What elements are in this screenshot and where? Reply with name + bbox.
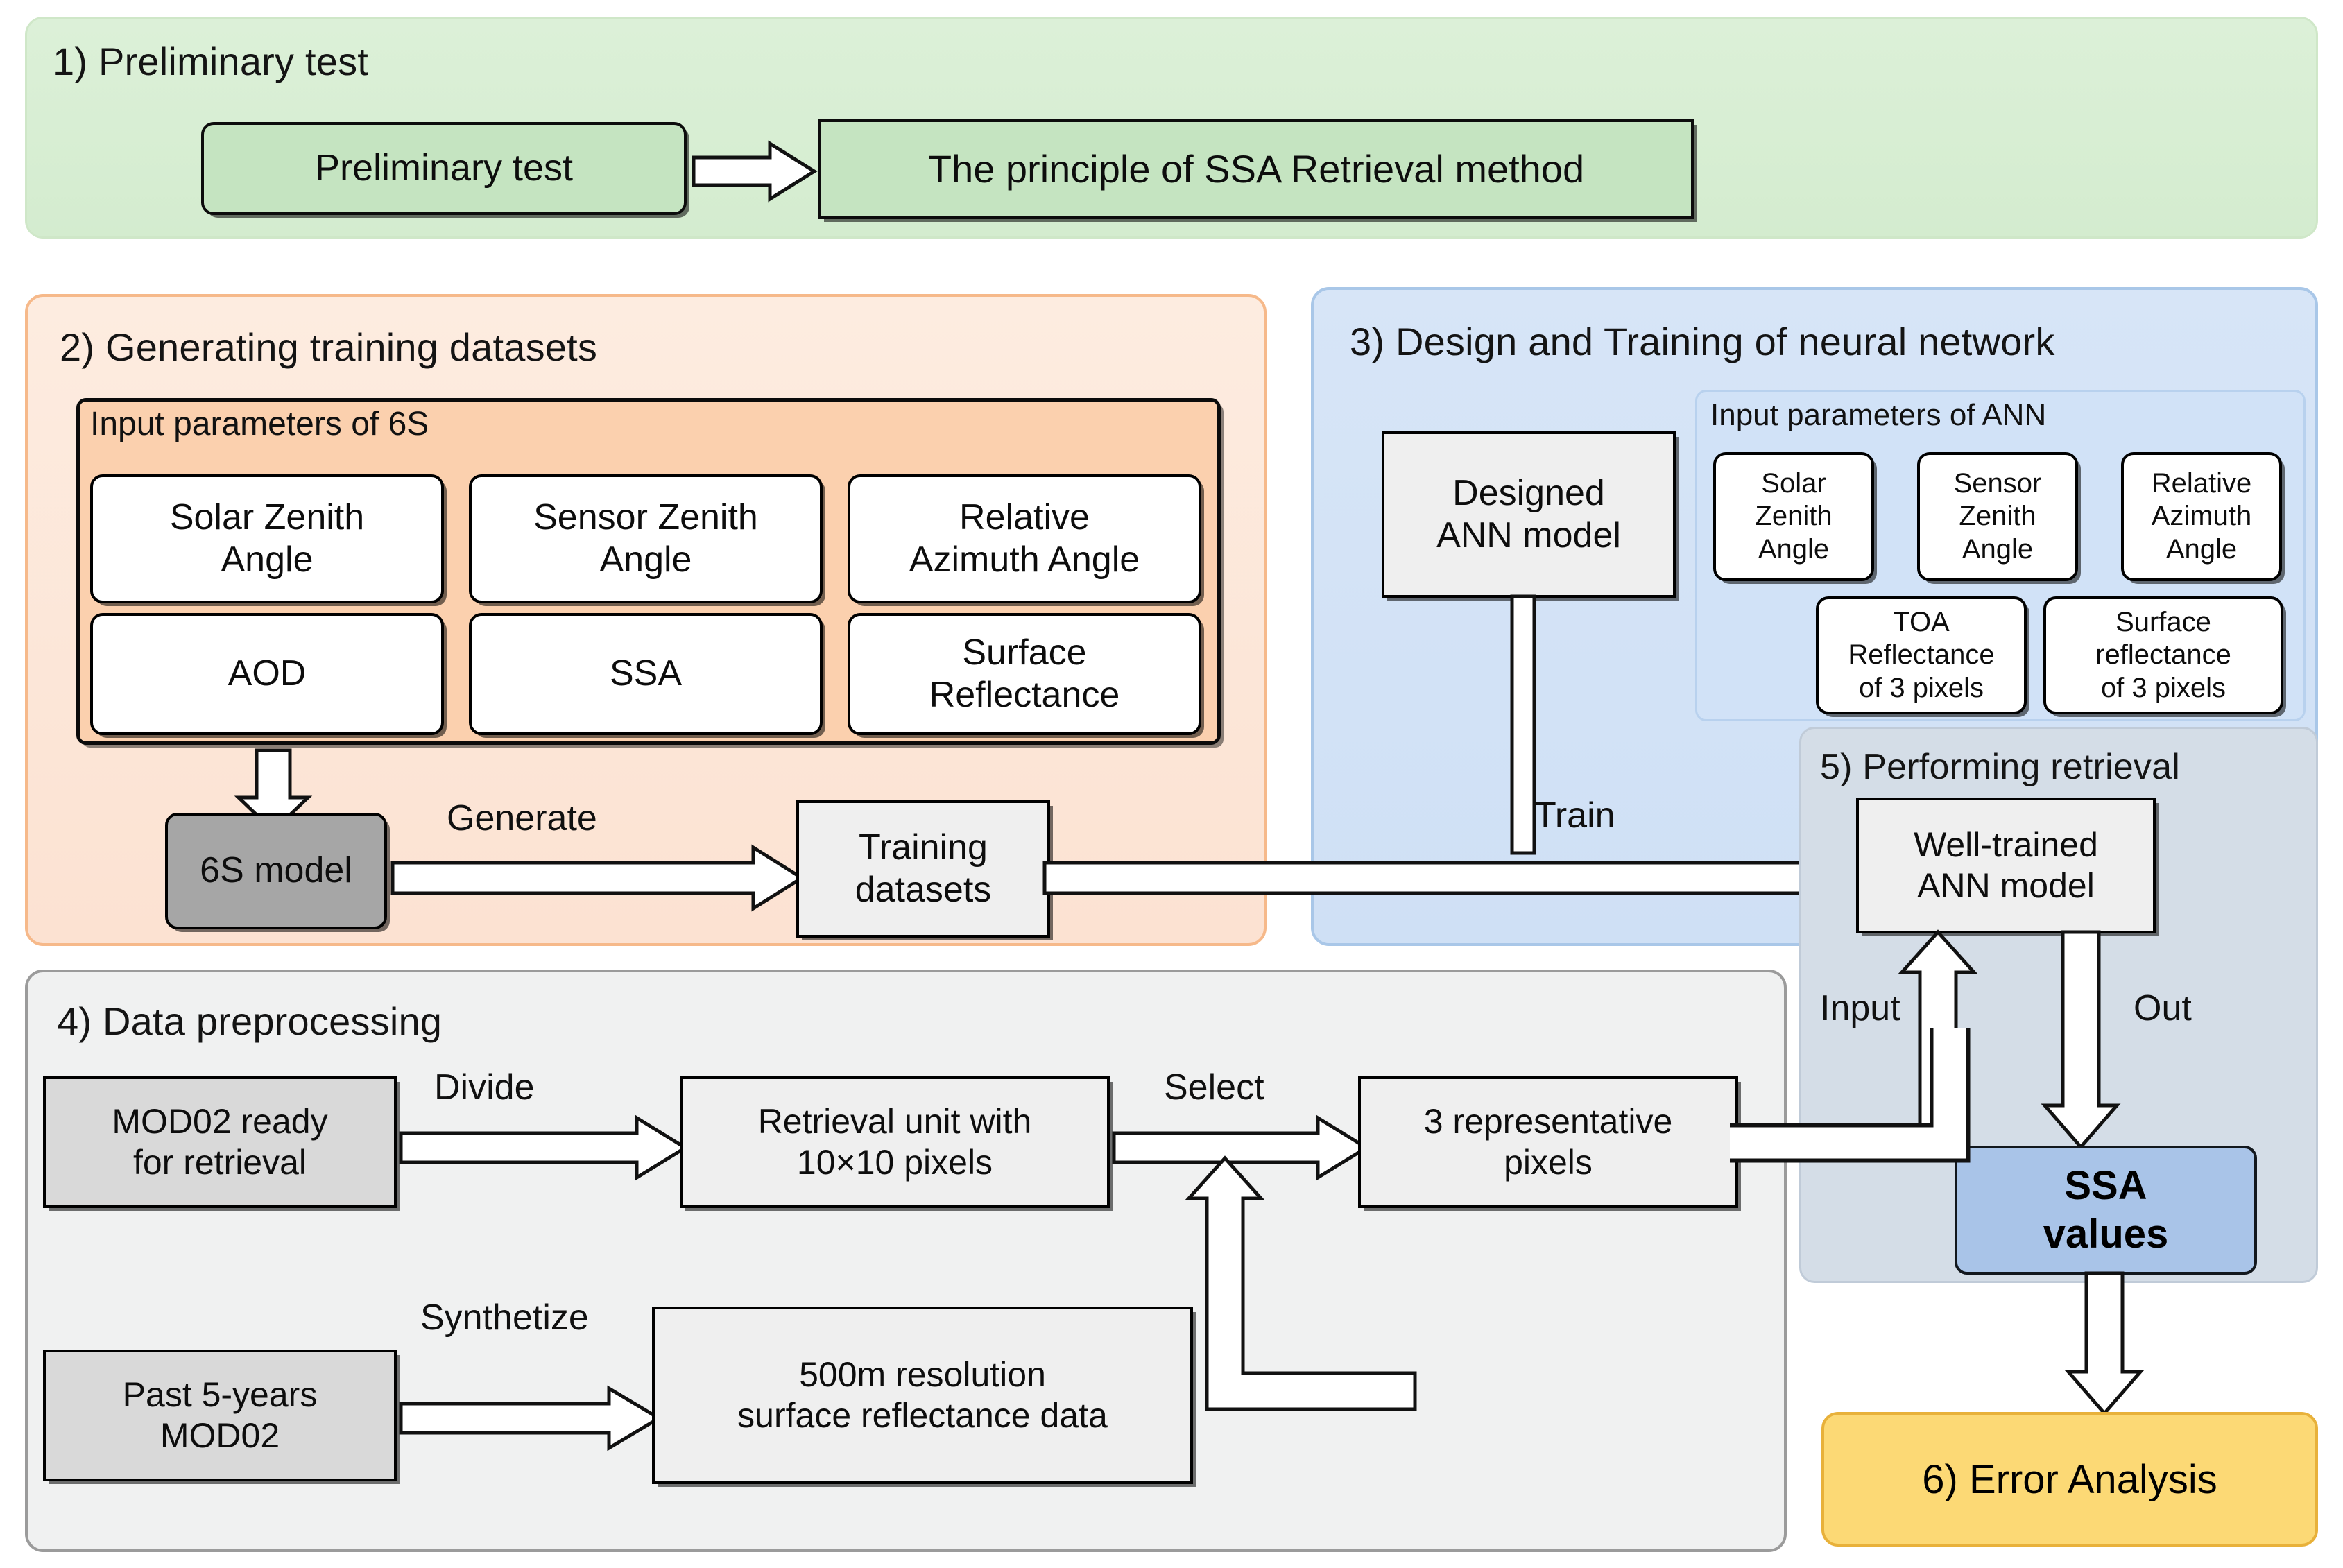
arrow-out-to-ssa-values bbox=[2041, 930, 2121, 1150]
arrow-label-divide: Divide bbox=[434, 1067, 535, 1108]
node-6s-solar-zenith-angle-label: Solar Zenith Angle bbox=[169, 497, 365, 580]
section-5-title: 5) Performing retrieval bbox=[1820, 747, 2180, 787]
node-retrieval-unit-label: Retrieval unit with 10×10 pixels bbox=[757, 1102, 1032, 1182]
node-past5-mod02[interactable]: Past 5-years MOD02 bbox=[43, 1350, 397, 1481]
arrow-preliminary-to-principle bbox=[692, 140, 818, 203]
node-6s-ssa[interactable]: SSA bbox=[469, 613, 823, 735]
arrow-retrieval-unit-to-representative-pixels bbox=[1112, 1114, 1370, 1181]
node-ssa-principle-label: The principle of SSA Retrieval method bbox=[927, 146, 1585, 191]
node-ann-relative-azimuth-angle-label: Relative Azimuth Angle bbox=[2151, 468, 2252, 565]
node-ann-sensor-zenith-angle[interactable]: Sensor Zenith Angle bbox=[1917, 452, 2078, 581]
node-ann-sensor-zenith-angle-label: Sensor Zenith Angle bbox=[1953, 468, 2042, 565]
node-500m-surface-reflectance[interactable]: 500m resolution surface reflectance data bbox=[652, 1307, 1193, 1484]
connector-500m-to-select-arrow bbox=[1185, 1155, 1422, 1422]
node-mod02-ready-label: MOD02 ready for retrieval bbox=[112, 1102, 328, 1182]
arrow-label-input: Input bbox=[1820, 988, 1900, 1028]
arrow-past5-to-500m-surface-reflectance bbox=[399, 1385, 662, 1451]
node-6s-sensor-zenith-angle[interactable]: Sensor Zenith Angle bbox=[469, 474, 823, 603]
node-representative-pixels-label: 3 representative pixels bbox=[1423, 1102, 1673, 1182]
node-well-trained-ann-model-label: Well-trained ANN model bbox=[1914, 825, 2098, 905]
node-6s-solar-zenith-angle[interactable]: Solar Zenith Angle bbox=[90, 474, 444, 603]
connector-designed-ann-to-train bbox=[1509, 594, 1537, 855]
node-error-analysis[interactable]: 6) Error Analysis bbox=[1821, 1412, 2318, 1547]
arrow-label-out: Out bbox=[2134, 988, 2192, 1028]
arrow-label-train: Train bbox=[1534, 795, 1615, 836]
node-ann-solar-zenith-angle-label: Solar Zenith Angle bbox=[1755, 468, 1833, 565]
arrow-mod02-to-retrieval-unit bbox=[399, 1114, 689, 1181]
section-3-title: 3) Design and Training of neural network bbox=[1350, 320, 2055, 363]
node-ann-surface-reflectance[interactable]: Surface reflectance of 3 pixels bbox=[2043, 596, 2283, 714]
node-designed-ann-model-label: Designed ANN model bbox=[1436, 472, 1621, 555]
node-6s-model[interactable]: 6S model bbox=[165, 813, 387, 929]
section-4-title: 4) Data preprocessing bbox=[57, 999, 443, 1043]
node-ann-toa-reflectance-label: TOA Reflectance of 3 pixels bbox=[1848, 607, 1995, 703]
node-representative-pixels[interactable]: 3 representative pixels bbox=[1358, 1076, 1738, 1208]
node-preliminary-test[interactable]: Preliminary test bbox=[201, 122, 687, 215]
arrow-6smodel-to-training-datasets bbox=[390, 843, 805, 913]
node-ssa-values-label: SSA values bbox=[2043, 1163, 2169, 1257]
group-input-parameters-ann-title: Input parameters of ANN bbox=[1710, 398, 2047, 432]
node-training-datasets-label: Training datasets bbox=[855, 827, 992, 910]
arrow-label-select: Select bbox=[1164, 1067, 1264, 1108]
node-ssa-values[interactable]: SSA values bbox=[1955, 1146, 2257, 1275]
node-preliminary-test-label: Preliminary test bbox=[314, 147, 574, 189]
node-ann-relative-azimuth-angle[interactable]: Relative Azimuth Angle bbox=[2121, 452, 2282, 581]
node-well-trained-ann-model[interactable]: Well-trained ANN model bbox=[1856, 798, 2156, 933]
node-error-analysis-label: 6) Error Analysis bbox=[1922, 1456, 2217, 1502]
node-6s-surface-reflectance-label: Surface Reflectance bbox=[929, 632, 1120, 715]
node-6s-surface-reflectance[interactable]: Surface Reflectance bbox=[848, 613, 1201, 735]
node-6s-aod-label: AOD bbox=[228, 653, 307, 694]
node-6s-sensor-zenith-angle-label: Sensor Zenith Angle bbox=[533, 497, 758, 580]
node-6s-relative-azimuth-angle-label: Relative Azimuth Angle bbox=[909, 497, 1140, 580]
node-6s-model-label: 6S model bbox=[200, 850, 352, 891]
arrow-training-datasets-to-well-trained-ann bbox=[1042, 843, 1858, 913]
node-mod02-ready[interactable]: MOD02 ready for retrieval bbox=[43, 1076, 397, 1208]
connector-representative-pixels-to-input bbox=[1730, 1028, 1980, 1166]
arrow-label-synthetize: Synthetize bbox=[420, 1298, 589, 1338]
node-6s-ssa-label: SSA bbox=[609, 653, 683, 694]
arrow-ssa-values-to-error-analysis bbox=[2064, 1271, 2145, 1416]
group-input-parameters-6s-title: Input parameters of 6S bbox=[90, 406, 429, 442]
node-training-datasets[interactable]: Training datasets bbox=[796, 800, 1050, 938]
node-ann-toa-reflectance[interactable]: TOA Reflectance of 3 pixels bbox=[1816, 596, 2027, 714]
node-ann-surface-reflectance-label: Surface reflectance of 3 pixels bbox=[2095, 607, 2231, 703]
node-ssa-principle[interactable]: The principle of SSA Retrieval method bbox=[818, 119, 1694, 219]
arrow-label-generate: Generate bbox=[447, 798, 597, 838]
node-designed-ann-model[interactable]: Designed ANN model bbox=[1382, 431, 1676, 598]
node-500m-surface-reflectance-label: 500m resolution surface reflectance data bbox=[737, 1355, 1108, 1435]
node-6s-aod[interactable]: AOD bbox=[90, 613, 444, 735]
section-2-title: 2) Generating training datasets bbox=[60, 325, 598, 369]
section-1-title: 1) Preliminary test bbox=[53, 40, 369, 83]
node-retrieval-unit[interactable]: Retrieval unit with 10×10 pixels bbox=[680, 1076, 1110, 1208]
node-ann-solar-zenith-angle[interactable]: Solar Zenith Angle bbox=[1713, 452, 1874, 581]
node-past5-mod02-label: Past 5-years MOD02 bbox=[122, 1375, 318, 1455]
node-6s-relative-azimuth-angle[interactable]: Relative Azimuth Angle bbox=[848, 474, 1201, 603]
